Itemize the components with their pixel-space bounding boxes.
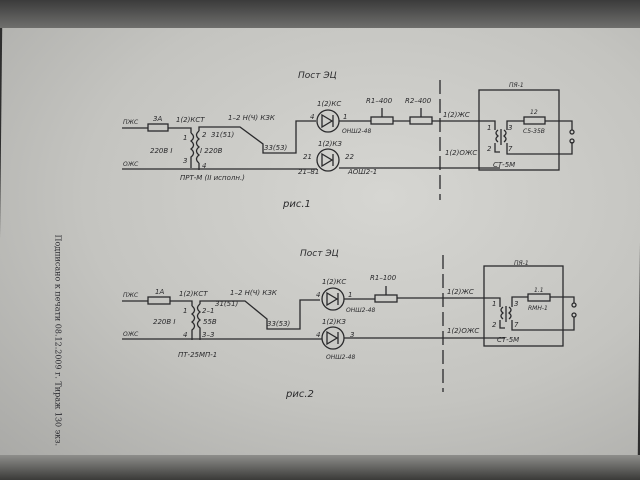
wire-ozhs-label: ОЖС: [123, 161, 139, 168]
lamp-kz-type: ОНШ2-48: [326, 354, 355, 361]
box-py1: [478, 89, 575, 171]
box-resistor-label: RMH-1: [528, 305, 548, 312]
contact-31-label: 31(51): [211, 131, 235, 139]
figure-2: Пост ЭЦ ПЖС ОЖС 1А 1(2)КСТ 1 4 2–1 3–3 2…: [122, 249, 577, 400]
relay-kst-label: 1(2)КСТ: [179, 290, 208, 298]
wire-ozhs-label: ОЖС: [123, 331, 139, 338]
lamp-ks-pin-out: 1: [343, 113, 347, 121]
fuse-label: 3А: [153, 115, 162, 123]
lamp-ks-icon: [316, 109, 371, 133]
box-resistor-label: С5-35В: [523, 128, 545, 135]
box-transformer-label: СТ-5М: [493, 161, 515, 169]
box-label: ПЯ-1: [514, 260, 529, 267]
resistor-r1-label: R1–100: [370, 274, 397, 282]
line-oks-label: 1(2)ОЖС: [447, 327, 479, 335]
tr-voltage-secondary: 55В: [203, 318, 217, 326]
resistor-r1-icon: [370, 116, 394, 125]
wire-ozhs: [122, 337, 505, 340]
wire-pzhs-label: ПЖС: [123, 119, 139, 126]
box-label: ПЯ-1: [509, 82, 524, 89]
line-ks-label: 1(2)ЖС: [447, 288, 474, 296]
tr-pin-1: 1: [183, 307, 187, 315]
lamp-ks-type: ОНШ2-48: [342, 128, 371, 135]
line-ks-label: 1(2)ЖС: [443, 111, 470, 119]
tr-voltage-primary: 220В I: [153, 318, 175, 326]
lamp-kz-pins: 21–81: [298, 168, 319, 176]
lamp-kz-pin-in: 21: [303, 153, 312, 161]
box-py1: [483, 265, 577, 347]
transformer-icon: [189, 120, 316, 170]
lamp-ks-icon: [321, 287, 375, 311]
line-oks-label: 1(2)ОЖС: [445, 149, 477, 157]
lamp-ks-pin-out: 1: [348, 291, 352, 299]
box-pin-2: 2: [492, 321, 497, 329]
lamp-kz-icon: [321, 326, 345, 350]
tr-pin-2: 2: [202, 131, 207, 139]
wire-pzhs: [122, 300, 193, 306]
resistor-r1-label: R1–400: [366, 97, 393, 105]
box-pin-3: 3: [508, 124, 512, 132]
resistor-r1-icon: [374, 294, 398, 303]
tr-pin-4: 4: [183, 331, 187, 339]
box-pin-3: 3: [514, 300, 518, 308]
tr-pin-1: 1: [183, 134, 187, 142]
kzk-label: 1–2 Н(Ч) КЗК: [228, 114, 276, 122]
lamp-kz-icon: [316, 148, 340, 172]
contact-33-label: 33(53): [267, 320, 291, 328]
fuse-label: 1А: [155, 288, 164, 296]
transformer-label: ПТ-25МП-1: [178, 351, 217, 359]
resistor-r2-label: R2–400: [405, 97, 432, 105]
box-transformer-label: СТ-5М: [497, 336, 519, 344]
fig2-caption: рис.2: [285, 389, 314, 400]
wire-ks: [385, 286, 486, 299]
fuse-icon: [147, 296, 171, 305]
wire-ozhs: [122, 167, 500, 170]
lamp-kz-label: 1(2)КЗ: [322, 318, 346, 326]
transformer-label: ПРТ-М (II исполн.): [180, 174, 245, 182]
lamp-ks-label: 1(2)КС: [317, 100, 341, 108]
lamp-ks-pin-in: 4: [316, 291, 320, 299]
contact-31-label: 31(51): [215, 300, 239, 308]
lamp-kz-type: АОШ2-1: [347, 168, 377, 176]
resistor-r2-icon: [409, 116, 433, 125]
tr-voltage-primary: 220В I: [150, 147, 172, 155]
fig1-title: Пост ЭЦ: [298, 71, 337, 81]
lamp-ks-label: 1(2)КС: [322, 278, 346, 286]
fig2-title: Пост ЭЦ: [300, 249, 339, 259]
box-pin-7: 7: [508, 145, 513, 153]
lamp-ks-pin-in: 4: [310, 113, 314, 121]
contact-33-label: 33(53): [264, 144, 288, 152]
lamp-kz-pin-in: 4: [316, 331, 320, 339]
tr-pin-4: 4: [202, 162, 206, 170]
wire-pzhs-label: ПЖС: [123, 292, 139, 299]
lamp-ks-type: ОНШ2-48: [346, 307, 375, 314]
wire-pzhs: [122, 127, 192, 133]
fig1-caption: рис.1: [282, 199, 311, 210]
tr-voltage-secondary: I 220В: [200, 147, 223, 155]
photo-edge-bottom: [0, 455, 640, 480]
box-pin-2: 2: [487, 145, 492, 153]
tr-pin-3: 3: [183, 157, 187, 165]
relay-kst-label: 1(2)КСТ: [176, 116, 205, 124]
kzk-label: 1–2 Н(Ч) КЗК: [230, 289, 278, 297]
box-resistor-num: 12: [530, 109, 538, 116]
tr-pin-2-1: 2–1: [202, 307, 214, 315]
figure-1: Пост ЭЦ ПЖС ОЖС 3А 1(2)КСТ 1 2 3 4 220В …: [122, 71, 575, 210]
lamp-kz-pin-out: 3: [350, 331, 354, 339]
fuse-icon: [147, 123, 169, 132]
lamp-kz-pin-out: 22: [345, 153, 354, 161]
box-pin-1: 1: [492, 300, 496, 308]
transformer-icon: [190, 299, 320, 340]
box-resistor-num: 1.1: [534, 287, 544, 294]
tr-pin-3-3: 3–3: [202, 331, 214, 339]
box-pin-1: 1: [487, 124, 491, 132]
box-pin-7: 7: [514, 321, 519, 329]
photo-edge-top: [0, 0, 640, 28]
lamp-kz-label: 1(2)КЗ: [318, 140, 342, 148]
